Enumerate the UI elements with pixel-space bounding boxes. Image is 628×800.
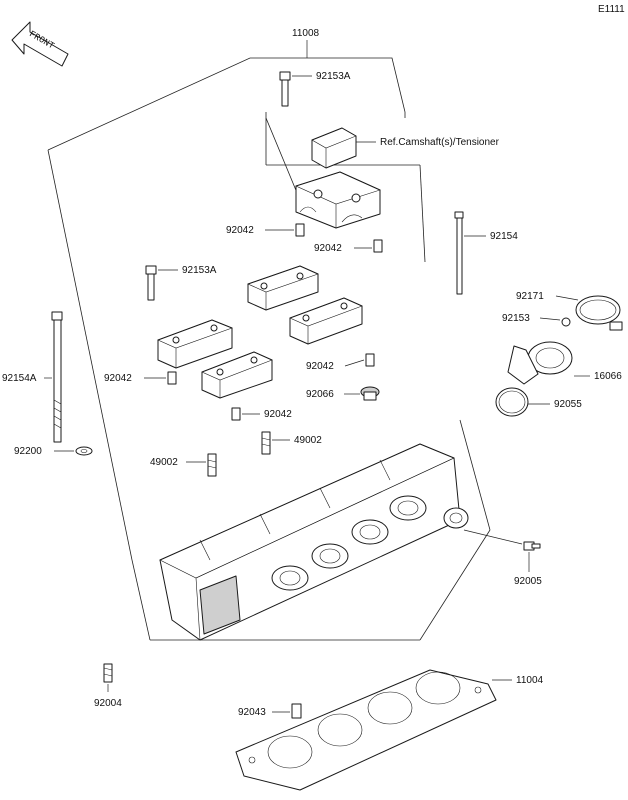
- label-92042-d: 92042: [104, 373, 132, 384]
- front-direction-marker: FRONT: [11, 21, 69, 67]
- label-49002-b: 49002: [294, 435, 322, 446]
- intake-holder-16066: [507, 341, 573, 385]
- hose-clamp-92171: [575, 295, 623, 331]
- label-16066: 16066: [594, 371, 622, 382]
- bolt-92153A-left: [145, 265, 157, 301]
- label-92200: 92200: [14, 446, 42, 457]
- assembly-frame-11008: [47, 57, 491, 641]
- camshaft-cap-4: [201, 351, 273, 399]
- dowel-92042-c: [365, 353, 375, 367]
- label-92066: 92066: [306, 389, 334, 400]
- label-11008: 11008: [292, 28, 320, 39]
- label-92042-e: 92042: [264, 409, 292, 420]
- stud-92004: [103, 663, 113, 683]
- label-92004: 92004: [94, 698, 122, 709]
- dowel-92042-b: [373, 239, 383, 253]
- label-92043: 92043: [238, 707, 266, 718]
- stud-92154: [454, 211, 464, 295]
- dowel-92042-d: [167, 371, 177, 385]
- bolt-92153A-top: [279, 71, 291, 107]
- label-92171: 92171: [516, 291, 544, 302]
- head-gasket-11004: [235, 669, 497, 791]
- camshaft-cap-3: [157, 319, 233, 369]
- camshaft-cap-2: [289, 297, 363, 345]
- o-ring-92055: [495, 387, 529, 417]
- label-92042-c: 92042: [306, 361, 334, 372]
- dowel-92043: [291, 703, 302, 719]
- label-92042-b: 92042: [314, 243, 342, 254]
- stud-92154A: [51, 311, 63, 443]
- dowel-92042-a: [295, 223, 305, 237]
- camshaft-holder-top: [295, 171, 381, 229]
- label-92055: 92055: [554, 399, 582, 410]
- fitting-92005: [523, 541, 541, 551]
- label-92154: 92154: [490, 231, 518, 242]
- plug-92066: [360, 386, 380, 401]
- diagram-code: E1111: [598, 4, 625, 15]
- label-92154A: 92154A: [2, 373, 37, 384]
- camshaft-tensioner-bracket: [311, 127, 357, 169]
- stud-49002-b: [261, 431, 271, 455]
- dowel-92042-e: [231, 407, 241, 421]
- label-92153: 92153: [502, 313, 530, 324]
- washer-92200: [75, 446, 93, 456]
- label-ref-camshaft: Ref.Camshaft(s)/Tensioner: [380, 137, 500, 148]
- label-49002-a: 49002: [150, 457, 178, 468]
- camshaft-cap-1: [247, 265, 319, 311]
- label-92153A-left: 92153A: [182, 265, 217, 276]
- stud-49002-a: [207, 453, 217, 477]
- bolt-92153: [561, 317, 571, 327]
- label-11004: 11004: [516, 675, 544, 686]
- label-92042-a: 92042: [226, 225, 254, 236]
- label-92153A-top: 92153A: [316, 71, 351, 82]
- label-92005: 92005: [514, 576, 542, 587]
- cylinder-head-assembly: [159, 443, 469, 641]
